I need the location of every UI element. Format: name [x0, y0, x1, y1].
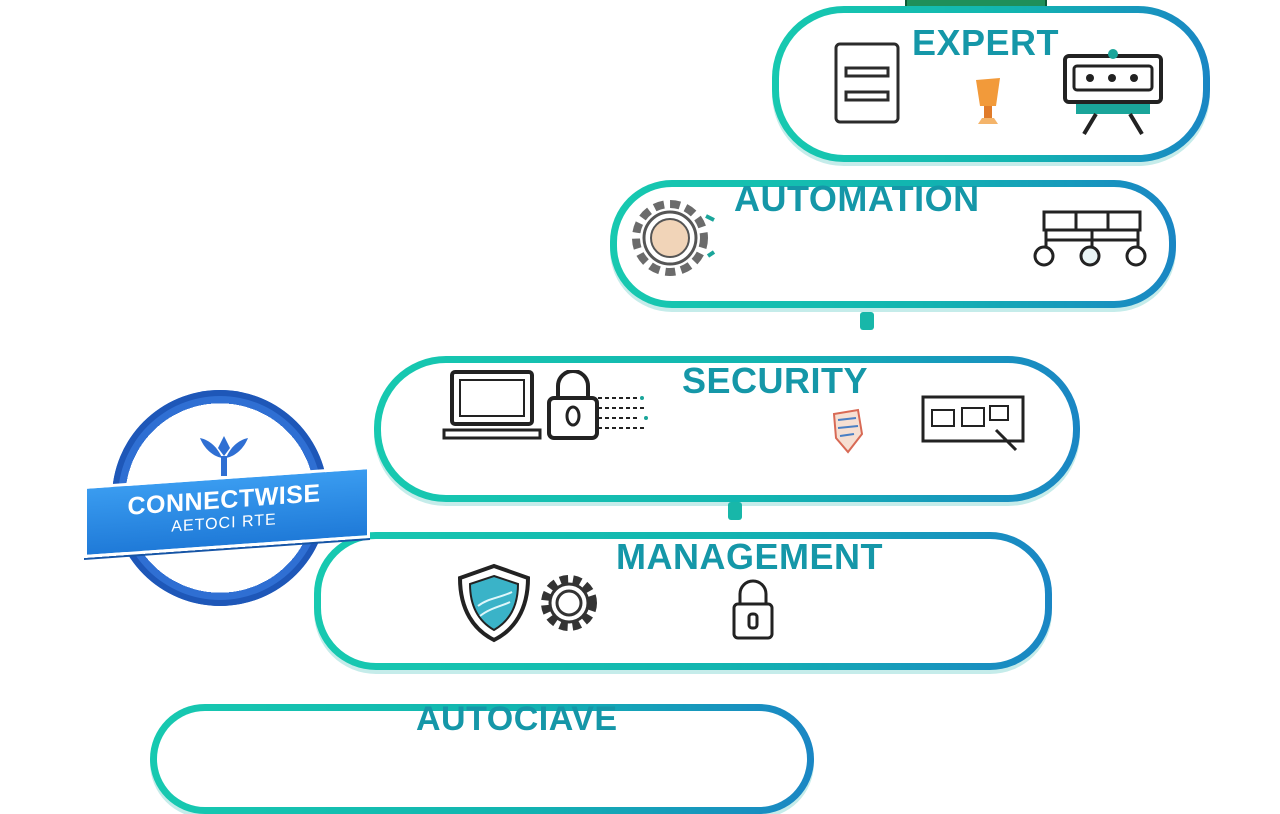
padlock-icon: [546, 370, 600, 442]
certification-badge: CONNECTWISE AETOCI RTE: [84, 388, 370, 612]
tier-expert-title: EXPERT: [912, 22, 1060, 63]
tier-management: [314, 532, 1052, 670]
tier-expert: [772, 6, 1210, 162]
network-icon: [596, 390, 650, 438]
tier-automation: [610, 180, 1176, 308]
tier-security-title: SECURITY: [682, 360, 869, 401]
top-tab: [905, 0, 1047, 9]
workflow-icon: [1032, 210, 1152, 270]
padlock-icon: [730, 578, 776, 642]
shield-icon: [456, 562, 532, 644]
document-icon: [834, 42, 902, 126]
gear-icon: [626, 196, 716, 280]
gear-icon: [538, 572, 600, 634]
connector-security-management: [728, 502, 742, 520]
tier-automation-title: AUTOMATION: [734, 178, 980, 219]
leaf-icon: [192, 432, 256, 480]
firewall-icon: [920, 394, 1030, 456]
tier-management-title: MANAGEMENT: [616, 536, 883, 577]
connector-automation-security: [860, 312, 874, 330]
computer-icon: [442, 368, 542, 444]
trophy-icon: [972, 76, 1004, 130]
monitor-dashboard-icon: [1062, 48, 1166, 136]
maturity-diagram: EXPERT AUTOMATION: [84, 0, 1210, 807]
badge-icon: [828, 408, 868, 456]
